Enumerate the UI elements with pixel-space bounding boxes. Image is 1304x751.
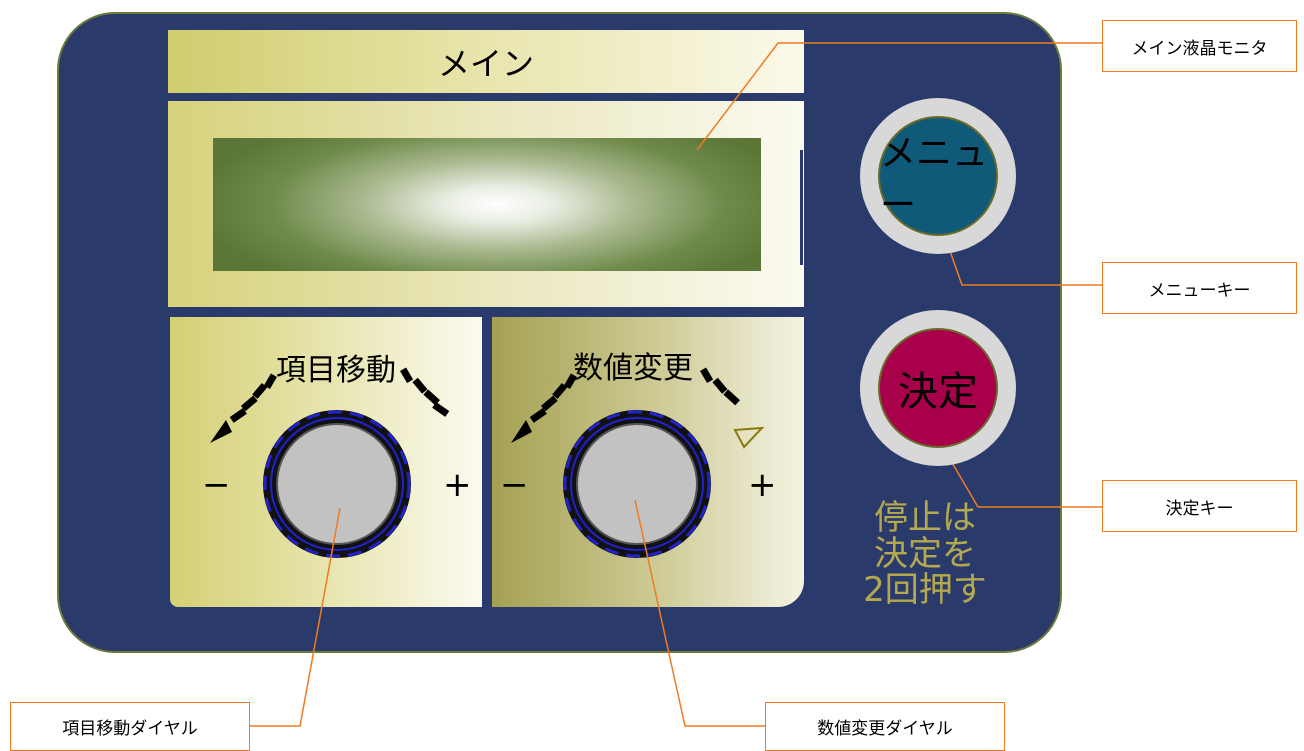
stop-note-line-1: 停止は bbox=[874, 498, 976, 538]
callout-value-dial: 数値変更ダイヤル bbox=[765, 702, 1005, 751]
callout-main-lcd-label: メイン液晶モニタ bbox=[1131, 38, 1268, 59]
callout-menu-key-label: メニューキー bbox=[1148, 280, 1251, 301]
value-dial-arc-icon bbox=[511, 367, 765, 449]
callout-menu-key: メニューキー bbox=[1102, 262, 1297, 314]
item-dial-minus: − bbox=[202, 465, 231, 505]
callout-enter-key: 決定キー bbox=[1102, 480, 1297, 532]
menu-button-label: メニュー bbox=[880, 133, 989, 226]
enter-button[interactable]: 決定 bbox=[860, 310, 1016, 466]
stop-instruction: 停止は 決定を 2回押す bbox=[855, 500, 995, 608]
menu-button[interactable]: メニュー bbox=[860, 98, 1016, 254]
lcd-edge-mark bbox=[800, 150, 803, 265]
callout-item-dial-label: 項目移動ダイヤル bbox=[62, 719, 198, 739]
main-title-bar: メイン bbox=[168, 30, 804, 93]
enter-button-label: 決定 bbox=[898, 369, 978, 415]
stop-note-line-2: 決定を bbox=[874, 534, 976, 574]
item-move-dial[interactable] bbox=[263, 410, 411, 558]
value-dial-minus: − bbox=[500, 465, 529, 505]
value-change-dial[interactable] bbox=[563, 410, 711, 558]
callout-enter-key-label: 決定キー bbox=[1165, 498, 1234, 519]
callout-item-dial: 項目移動ダイヤル bbox=[10, 702, 250, 751]
item-move-label: 項目移動 bbox=[276, 353, 396, 388]
stop-note-line-3: 2回押す bbox=[863, 570, 987, 610]
callout-value-dial-label: 数値変更ダイヤル bbox=[817, 719, 953, 739]
item-dial-plus: + bbox=[443, 465, 472, 505]
item-dial-arc-icon bbox=[210, 367, 450, 443]
value-change-label: 数値変更 bbox=[573, 351, 693, 386]
main-title: メイン bbox=[437, 44, 534, 83]
callout-main-lcd: メイン液晶モニタ bbox=[1102, 20, 1297, 72]
main-lcd-monitor bbox=[213, 138, 761, 271]
value-dial-plus: + bbox=[748, 465, 777, 505]
